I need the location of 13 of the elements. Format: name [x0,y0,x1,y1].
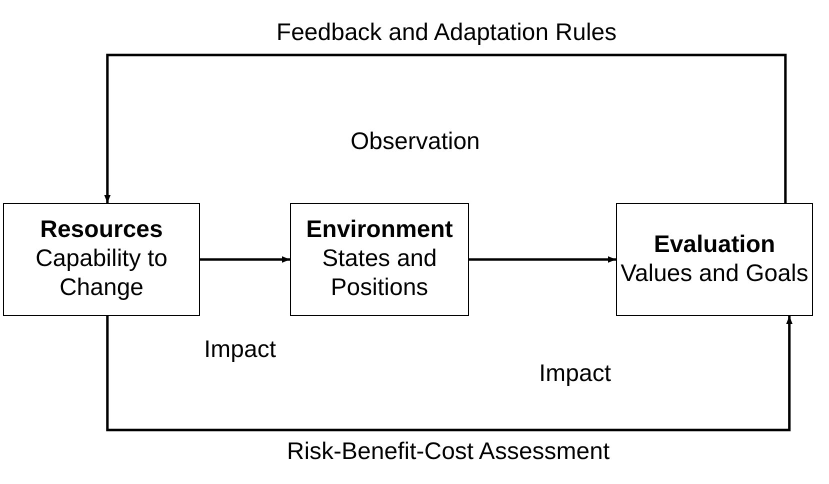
box-heading: Environment [306,216,453,246]
arrow [104,54,787,203]
process-box [290,203,469,316]
box-text: Capability to Change [34,245,169,303]
process-box [616,203,813,316]
box-text: Values and Goals [620,260,808,288]
arrow [106,316,793,432]
box-text: States and Positions [321,245,438,303]
box-heading: Evaluation [654,230,776,260]
arrow [469,256,616,263]
box-heading: Resources [40,216,163,246]
arrow [200,256,290,263]
process-box [3,203,200,316]
